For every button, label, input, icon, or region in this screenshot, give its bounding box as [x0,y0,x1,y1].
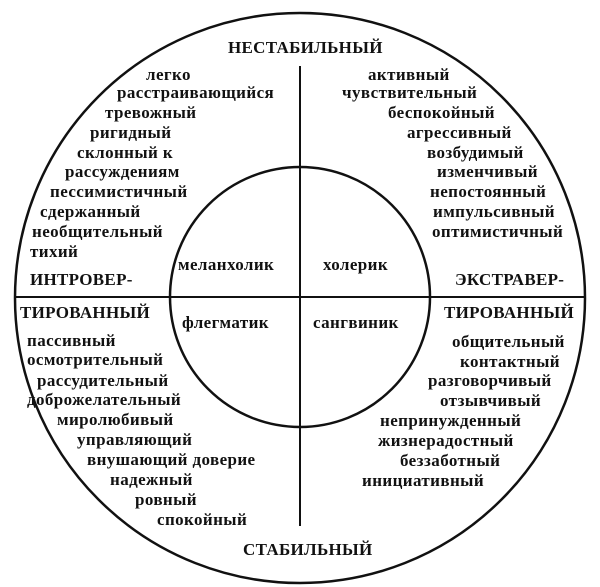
trait: возбудимый [427,143,524,162]
trait: жизнерадостный [378,431,514,450]
trait: легко [146,65,191,84]
trait: агрессивный [407,123,512,142]
trait: пессимистичный [50,182,188,201]
trait: надежный [110,470,193,489]
trait: доброжелательный [27,390,182,409]
type-choleric: холерик [323,255,389,274]
axis-label-unstable: НЕСТАБИЛЬНЫЙ [228,38,383,57]
trait: миролюбивый [57,410,174,429]
trait: тревожный [105,103,197,122]
trait: непостоянный [430,182,547,201]
axis-label-extravert-1: ЭКСТРАВЕР- [455,270,565,289]
axis-label-introvert-1: ИНТРОВЕР- [30,270,133,289]
trait: рассуждениям [65,162,180,181]
type-phlegmatic: флегматик [182,313,269,332]
trait: беспокойный [388,103,495,122]
trait: ригидный [90,123,172,142]
trait: непринужденный [380,411,522,430]
trait: расстраивающийся [117,83,275,102]
trait: изменчивый [437,162,538,181]
trait: сдержанный [40,202,141,221]
trait: осмотрительный [27,350,164,369]
outer-circle [13,11,587,585]
trait: импульсивный [433,202,555,221]
trait: разговорчивый [428,371,552,390]
trait: склонный к [77,143,174,162]
trait: внушающий доверие [87,450,256,469]
trait: рассудительный [37,371,169,390]
trait: чувствительный [342,83,478,102]
trait: необщительный [32,222,163,241]
type-sanguine: сангвиник [313,313,399,332]
axis-label-stable: СТАБИЛЬНЫЙ [243,540,373,559]
trait: общительный [452,332,565,351]
axis-label-extravert-2: ТИРОВАННЫЙ [444,303,574,322]
axis-label-introvert-2: ТИРОВАННЫЙ [20,303,150,322]
trait: ровный [135,490,197,509]
trait: отзывчивый [440,391,542,410]
trait: пассивный [27,331,116,350]
type-melancholic: меланхолик [178,255,275,274]
trait: спокойный [157,510,248,529]
trait: активный [368,65,450,84]
trait: тихий [30,242,79,261]
trait: оптимистичный [432,222,564,241]
trait: беззаботный [400,451,501,470]
trait: инициативный [362,471,485,490]
trait: управляющий [77,430,193,449]
trait: контактный [460,352,560,371]
